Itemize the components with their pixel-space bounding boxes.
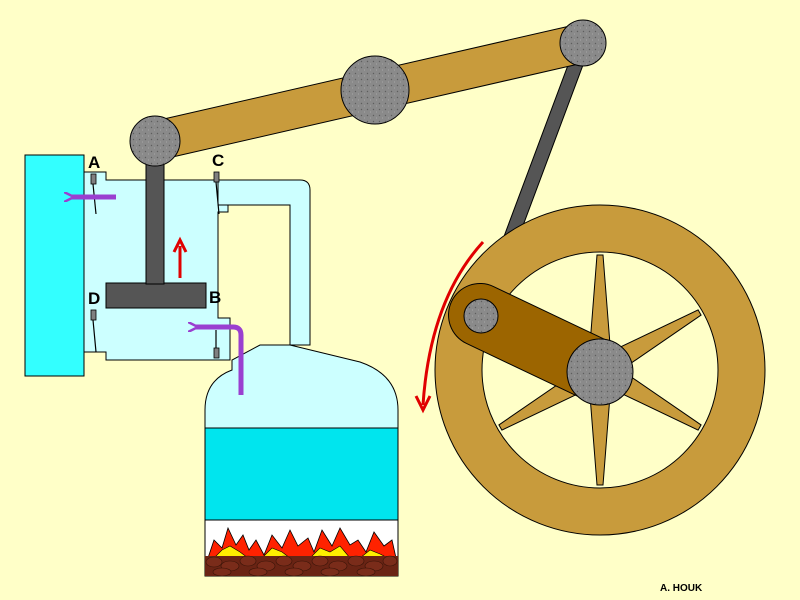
valve-d — [90, 309, 97, 353]
valve-a-label: A — [88, 153, 101, 172]
rotation-arrow — [414, 240, 485, 414]
boiler-water — [204, 427, 399, 521]
valve-b-label: B — [209, 288, 222, 307]
coal-bed — [205, 555, 398, 577]
beam-left-joint — [129, 115, 181, 167]
valve-c-label: C — [212, 151, 225, 170]
valve-b — [213, 330, 220, 359]
beam-right-joint — [559, 19, 607, 67]
condenser — [24, 154, 85, 377]
fire-core — [213, 545, 389, 559]
piston-rod — [145, 159, 165, 285]
steam-inlet-arrow — [196, 327, 244, 395]
piston-head — [105, 282, 207, 309]
beam-pivot — [340, 55, 410, 125]
steam-pipe — [217, 179, 311, 346]
valve-c — [213, 171, 220, 215]
crank-pin — [463, 298, 499, 334]
flywheel-hub — [566, 338, 634, 406]
fire-flames — [207, 526, 397, 559]
valve-d-label: D — [88, 289, 101, 308]
piston-up-arrow — [172, 236, 188, 278]
author-credit: A. HOUK — [660, 583, 703, 594]
